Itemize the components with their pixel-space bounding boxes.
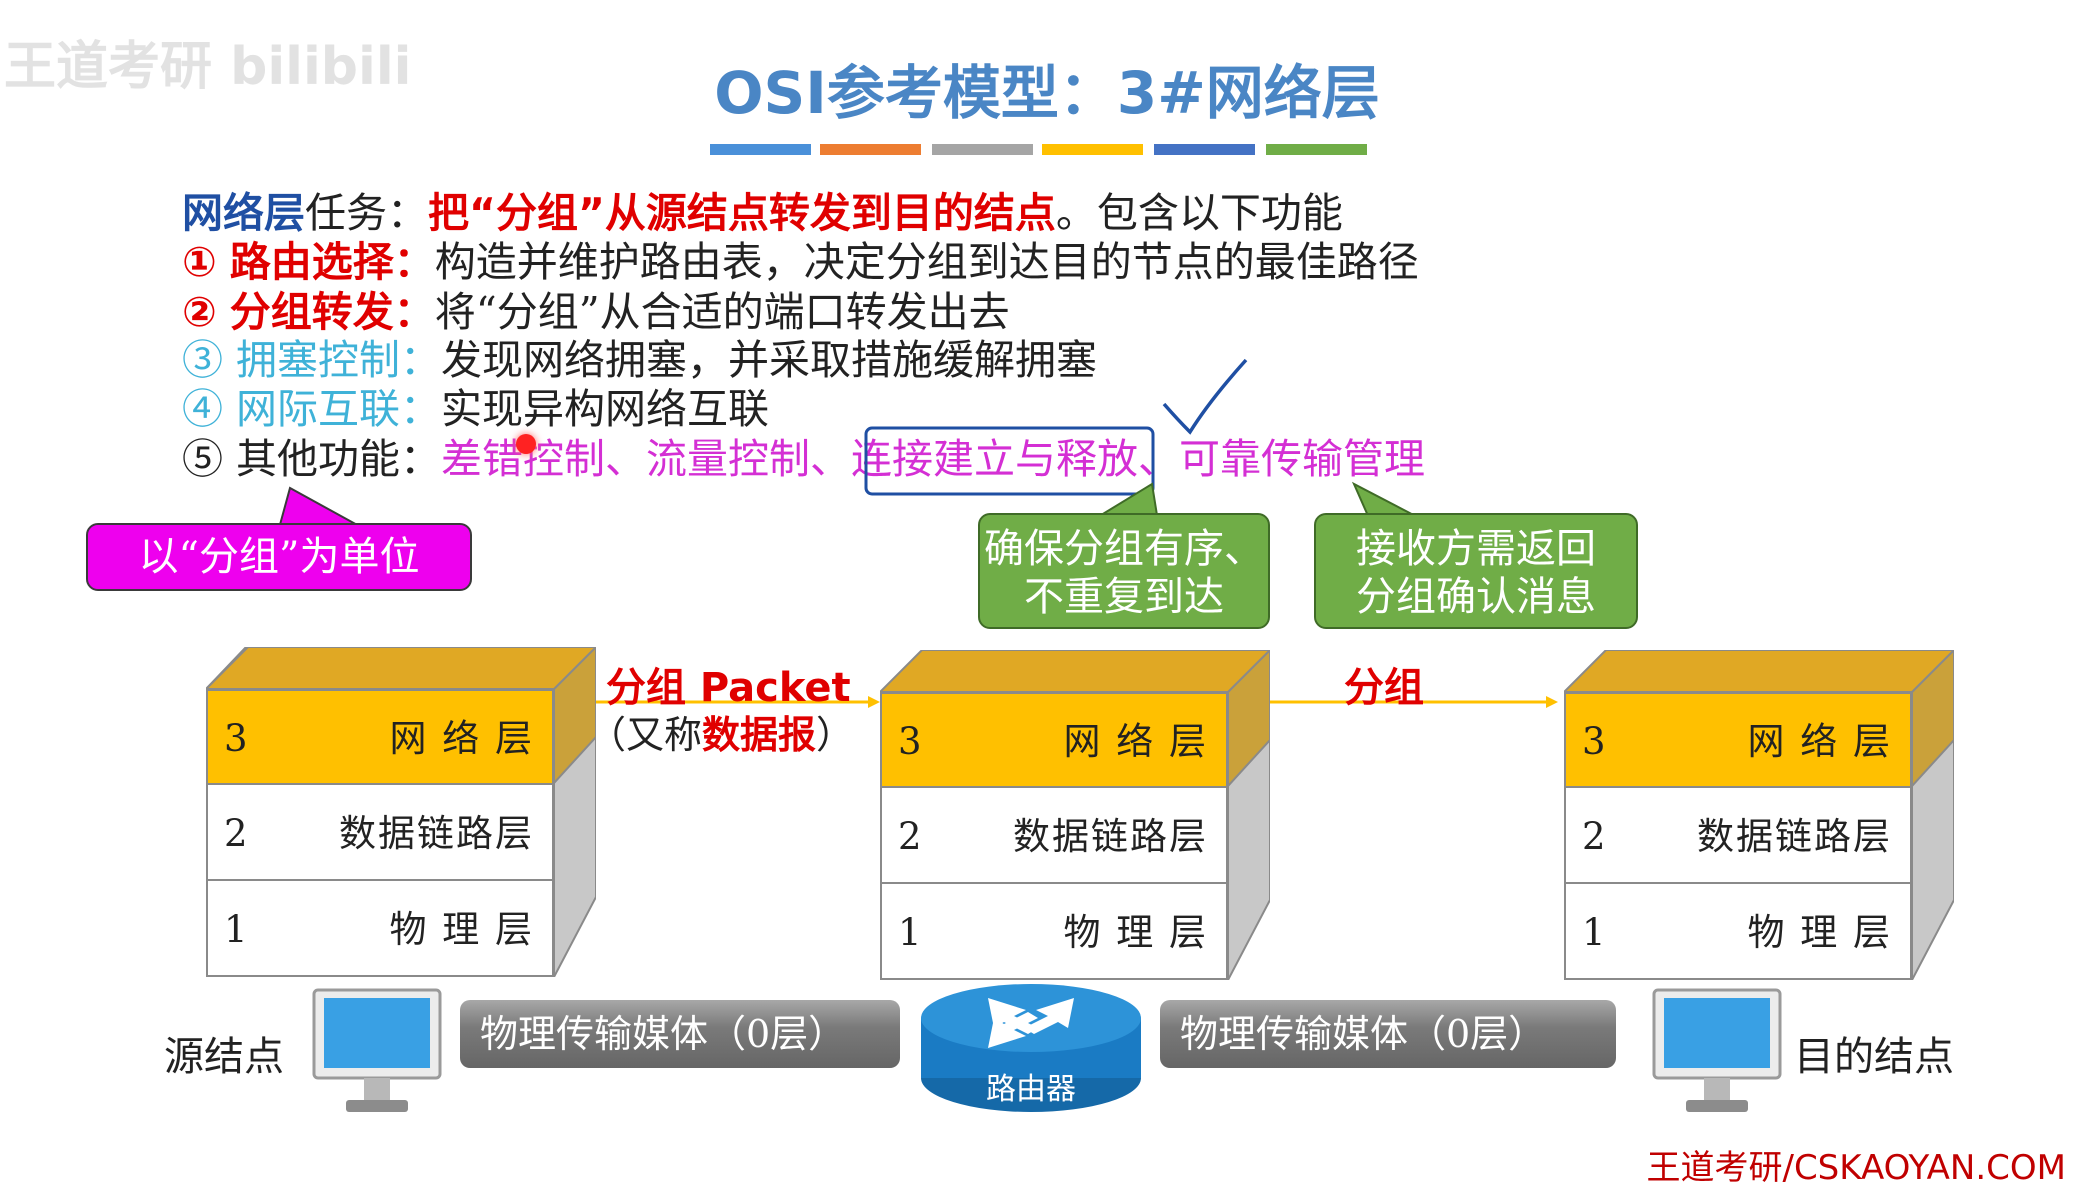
router-icon <box>921 984 1141 1112</box>
stack-destination-depth <box>1564 650 1954 980</box>
stack-router-layer-3: 3 网 络 层 <box>880 692 1228 788</box>
layer-name: 网 络 层 <box>1747 720 1892 763</box>
callout-connection-line2: 不重复到达 <box>1024 574 1224 620</box>
packet-label-2: 分组 <box>1344 665 1424 711</box>
function-5-num: ⑤ <box>182 435 223 483</box>
layer-name: 物 理 层 <box>389 908 534 951</box>
layer-number: 1 <box>224 908 248 951</box>
function-2-num: ② <box>182 288 217 336</box>
checkmark-icon <box>1162 358 1248 435</box>
stack-destination-layer-2: 2 数据链路层 <box>1564 786 1912 884</box>
layer-name: 物 理 层 <box>1747 911 1892 954</box>
function-1-desc: 构造并维护路由表，决定分组到达目的节点的最佳路径 <box>434 238 1419 286</box>
task-line: 网络层任务：把“分组”从源结点转发到目的结点。包含以下功能 <box>182 188 1343 238</box>
stack-router-layer-1: 1 物 理 层 <box>880 882 1228 980</box>
layer-number: 2 <box>224 812 248 855</box>
stack-router-layer-2: 2 数据链路层 <box>880 786 1228 884</box>
footer-brand: 王道考研/CSKAOYAN.COM <box>1646 1148 2066 1188</box>
function-2: ② 分组转发：将“分组”从合适的端口转发出去 <box>182 287 1010 337</box>
stack-source: 3 网 络 层 2 数据链路层 1 物 理 层 <box>206 647 596 977</box>
task-layer: 网络层 <box>182 189 305 237</box>
highlight-box <box>864 426 1155 496</box>
layer-name: 数据链路层 <box>1013 815 1208 858</box>
layer-number: 1 <box>1582 911 1606 954</box>
stack-destination-layer-3: 3 网 络 层 <box>1564 692 1912 788</box>
layer-name: 物 理 层 <box>1063 911 1208 954</box>
function-3-desc: 发现网络拥塞，并采取措施缓解拥塞 <box>441 336 1098 384</box>
color-bar-4 <box>1042 144 1143 155</box>
layer-name: 数据链路层 <box>1697 815 1892 858</box>
function-1: ① 路由选择：构造并维护路由表，决定分组到达目的节点的最佳路径 <box>182 237 1419 287</box>
source-label: 源结点 <box>164 1034 284 1080</box>
function-4: ④ 网际互联：实现异构网络互联 <box>182 384 769 434</box>
function-4-num: ④ <box>182 385 223 433</box>
function-5-desc-a: 差错控制、流量控制、 <box>441 435 852 483</box>
function-1-num: ① <box>182 238 217 286</box>
function-4-name: 网际互联： <box>236 385 442 433</box>
callout-reliable-line1: 接收方需返回 <box>1356 526 1596 572</box>
page-title: OSI参考模型：3#网络层 <box>714 59 1380 127</box>
function-4-desc: 实现异构网络互联 <box>441 385 770 433</box>
task-mission: 把“分组”从源结点转发到目的结点 <box>428 189 1056 237</box>
function-3-num: ③ <box>182 336 223 384</box>
layer-name: 网 络 层 <box>1063 720 1208 763</box>
callout-unit: 以“分组”为单位 <box>86 523 472 591</box>
layer-number: 3 <box>224 717 248 760</box>
function-5-desc-b: 连接建立与释放 <box>851 435 1139 483</box>
function-3-name: 拥塞控制： <box>236 336 442 384</box>
color-bar-2 <box>820 144 921 155</box>
computer-icon <box>1652 988 1782 1112</box>
function-3: ③ 拥塞控制：发现网络拥塞，并采取措施缓解拥塞 <box>182 335 1097 385</box>
layer-number: 3 <box>1582 720 1606 763</box>
function-1-name: 路由选择： <box>229 238 435 286</box>
datagram-label: （又称数据报） <box>588 704 854 759</box>
function-5: ⑤ 其他功能：差错控制、流量控制、连接建立与释放、可靠传输管理 <box>182 434 1425 484</box>
task-rest: 。包含以下功能 <box>1055 189 1343 237</box>
function-5-name: 其他功能： <box>236 435 442 483</box>
layer-name: 数据链路层 <box>339 812 534 855</box>
task-label: 任务： <box>305 189 428 237</box>
datagram-word: 数据报 <box>702 713 817 757</box>
packet-label: 分组 Packet <box>606 665 851 711</box>
callout-connection-line1: 确保分组有序、 <box>984 526 1264 572</box>
media-left: 物理传输媒体（0层） <box>460 1000 900 1068</box>
watermark: 王道考研 bilibili <box>4 37 412 97</box>
function-2-name: 分组转发： <box>229 288 435 336</box>
layer-number: 3 <box>898 720 922 763</box>
stack-destination: 3 网 络 层 2 数据链路层 1 物 理 层 <box>1564 650 1954 980</box>
color-bar-6 <box>1266 144 1367 155</box>
color-bar-5 <box>1154 144 1255 155</box>
stack-destination-layer-1: 1 物 理 层 <box>1564 882 1912 980</box>
function-2-desc: 将“分组”从合适的端口转发出去 <box>434 288 1010 336</box>
layer-number: 2 <box>1582 815 1606 858</box>
color-bar-1 <box>710 144 811 155</box>
callout-reliable-line2: 分组确认消息 <box>1356 574 1596 620</box>
callout-connection: 确保分组有序、 不重复到达 <box>978 513 1270 629</box>
callout-reliable: 接收方需返回 分组确认消息 <box>1314 513 1638 629</box>
stack-router: 3 网 络 层 2 数据链路层 1 物 理 层 <box>880 650 1270 980</box>
router-label: 路由器 <box>986 1072 1076 1107</box>
pointer-dot <box>516 434 536 454</box>
function-5-desc-c: 、可靠传输管理 <box>1138 435 1426 483</box>
layer-number: 1 <box>898 911 922 954</box>
layer-number: 2 <box>898 815 922 858</box>
stack-source-layer-1: 1 物 理 层 <box>206 879 554 977</box>
datagram-close: ） <box>816 713 855 757</box>
stack-source-layer-2: 2 数据链路层 <box>206 783 554 881</box>
destination-label: 目的结点 <box>1794 1034 1954 1080</box>
media-right: 物理传输媒体（0层） <box>1160 1000 1616 1068</box>
datagram-open: （又称 <box>588 713 703 757</box>
layer-name: 网 络 层 <box>389 717 534 760</box>
stack-source-layer-3: 3 网 络 层 <box>206 689 554 785</box>
computer-icon <box>312 988 442 1112</box>
color-bar-3 <box>932 144 1033 155</box>
